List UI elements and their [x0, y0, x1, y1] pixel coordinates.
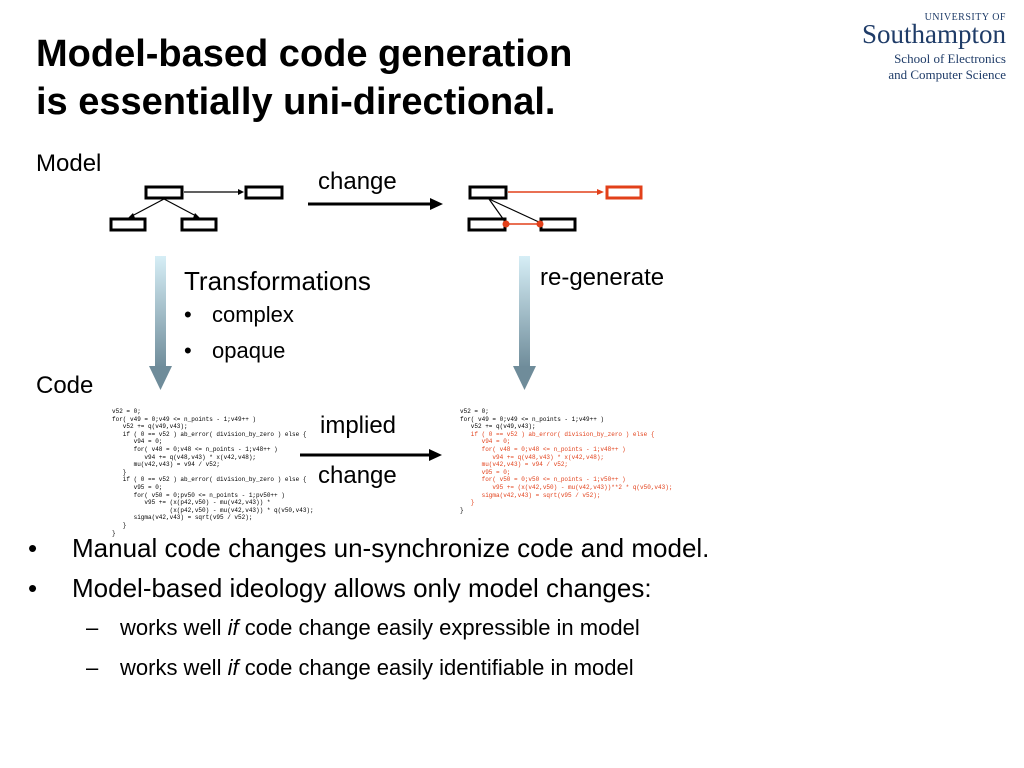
code-label: Code — [36, 372, 94, 399]
transformation-item: •complex — [184, 302, 294, 327]
sub-bullet-item: –works well if code change easily identi… — [86, 655, 634, 680]
logo-name: Southampton — [861, 19, 1006, 49]
model-node — [539, 217, 577, 232]
implied-change-arrow — [300, 449, 442, 461]
code-right-unchanged-top: v52 = 0; for( v49 = 0;v49 <= n_points - … — [460, 408, 605, 431]
code-right-changed: if ( 0 == v52 ) ab_error( division_by_ze… — [470, 430, 673, 507]
change-label: change — [318, 168, 397, 195]
code-right-unchanged-bottom: } — [460, 506, 464, 514]
slide-title: Model-based code generation is essential… — [36, 30, 572, 126]
model-node-changed — [605, 185, 643, 200]
model-node — [144, 185, 184, 200]
sub-bullet-item: –works well if code change easily expres… — [86, 615, 640, 640]
transformations-heading: Transformations — [184, 266, 371, 296]
model-node — [109, 217, 147, 232]
logo-university-of: UNIVERSITY OF — [924, 12, 1006, 23]
title-line-2: is essentially uni-directional. — [36, 81, 556, 123]
title-line-1: Model-based code generation — [36, 33, 573, 75]
model-node — [467, 217, 507, 232]
generated-code-left: v52 = 0; for( v49 = 0;v49 <= n_points - … — [112, 408, 314, 537]
bullet-item: •Model-based ideology allows only model … — [28, 573, 652, 603]
implied-label: implied — [320, 412, 397, 439]
model-node — [468, 185, 508, 200]
transformation-item: •opaque — [184, 338, 286, 363]
model-node — [180, 217, 218, 232]
change-arrow — [308, 198, 443, 210]
model-label: Model — [36, 150, 102, 177]
regenerate-arrow — [513, 256, 536, 390]
generated-code-right: v52 = 0; for( v49 = 0;v49 <= n_points - … — [460, 408, 672, 514]
regenerate-label: re-generate — [540, 264, 665, 291]
transformations-block: Transformations •complex •opaque — [184, 265, 371, 369]
bullet-list: •Manual code changes un-synchronize code… — [28, 528, 709, 688]
logo-school-line-1: School of Electronics — [894, 51, 1006, 66]
university-logo: UNIVERSITY OF Southampton School of Elec… — [836, 12, 1006, 83]
model-tree-left — [109, 185, 284, 232]
transformation-arrow — [149, 256, 172, 390]
logo-school-line-2: and Computer Science — [888, 67, 1006, 82]
model-tree-right — [467, 185, 643, 232]
bullet-item: •Manual code changes un-synchronize code… — [28, 533, 710, 563]
implied-change-label: change — [318, 462, 397, 489]
model-node — [244, 185, 284, 200]
